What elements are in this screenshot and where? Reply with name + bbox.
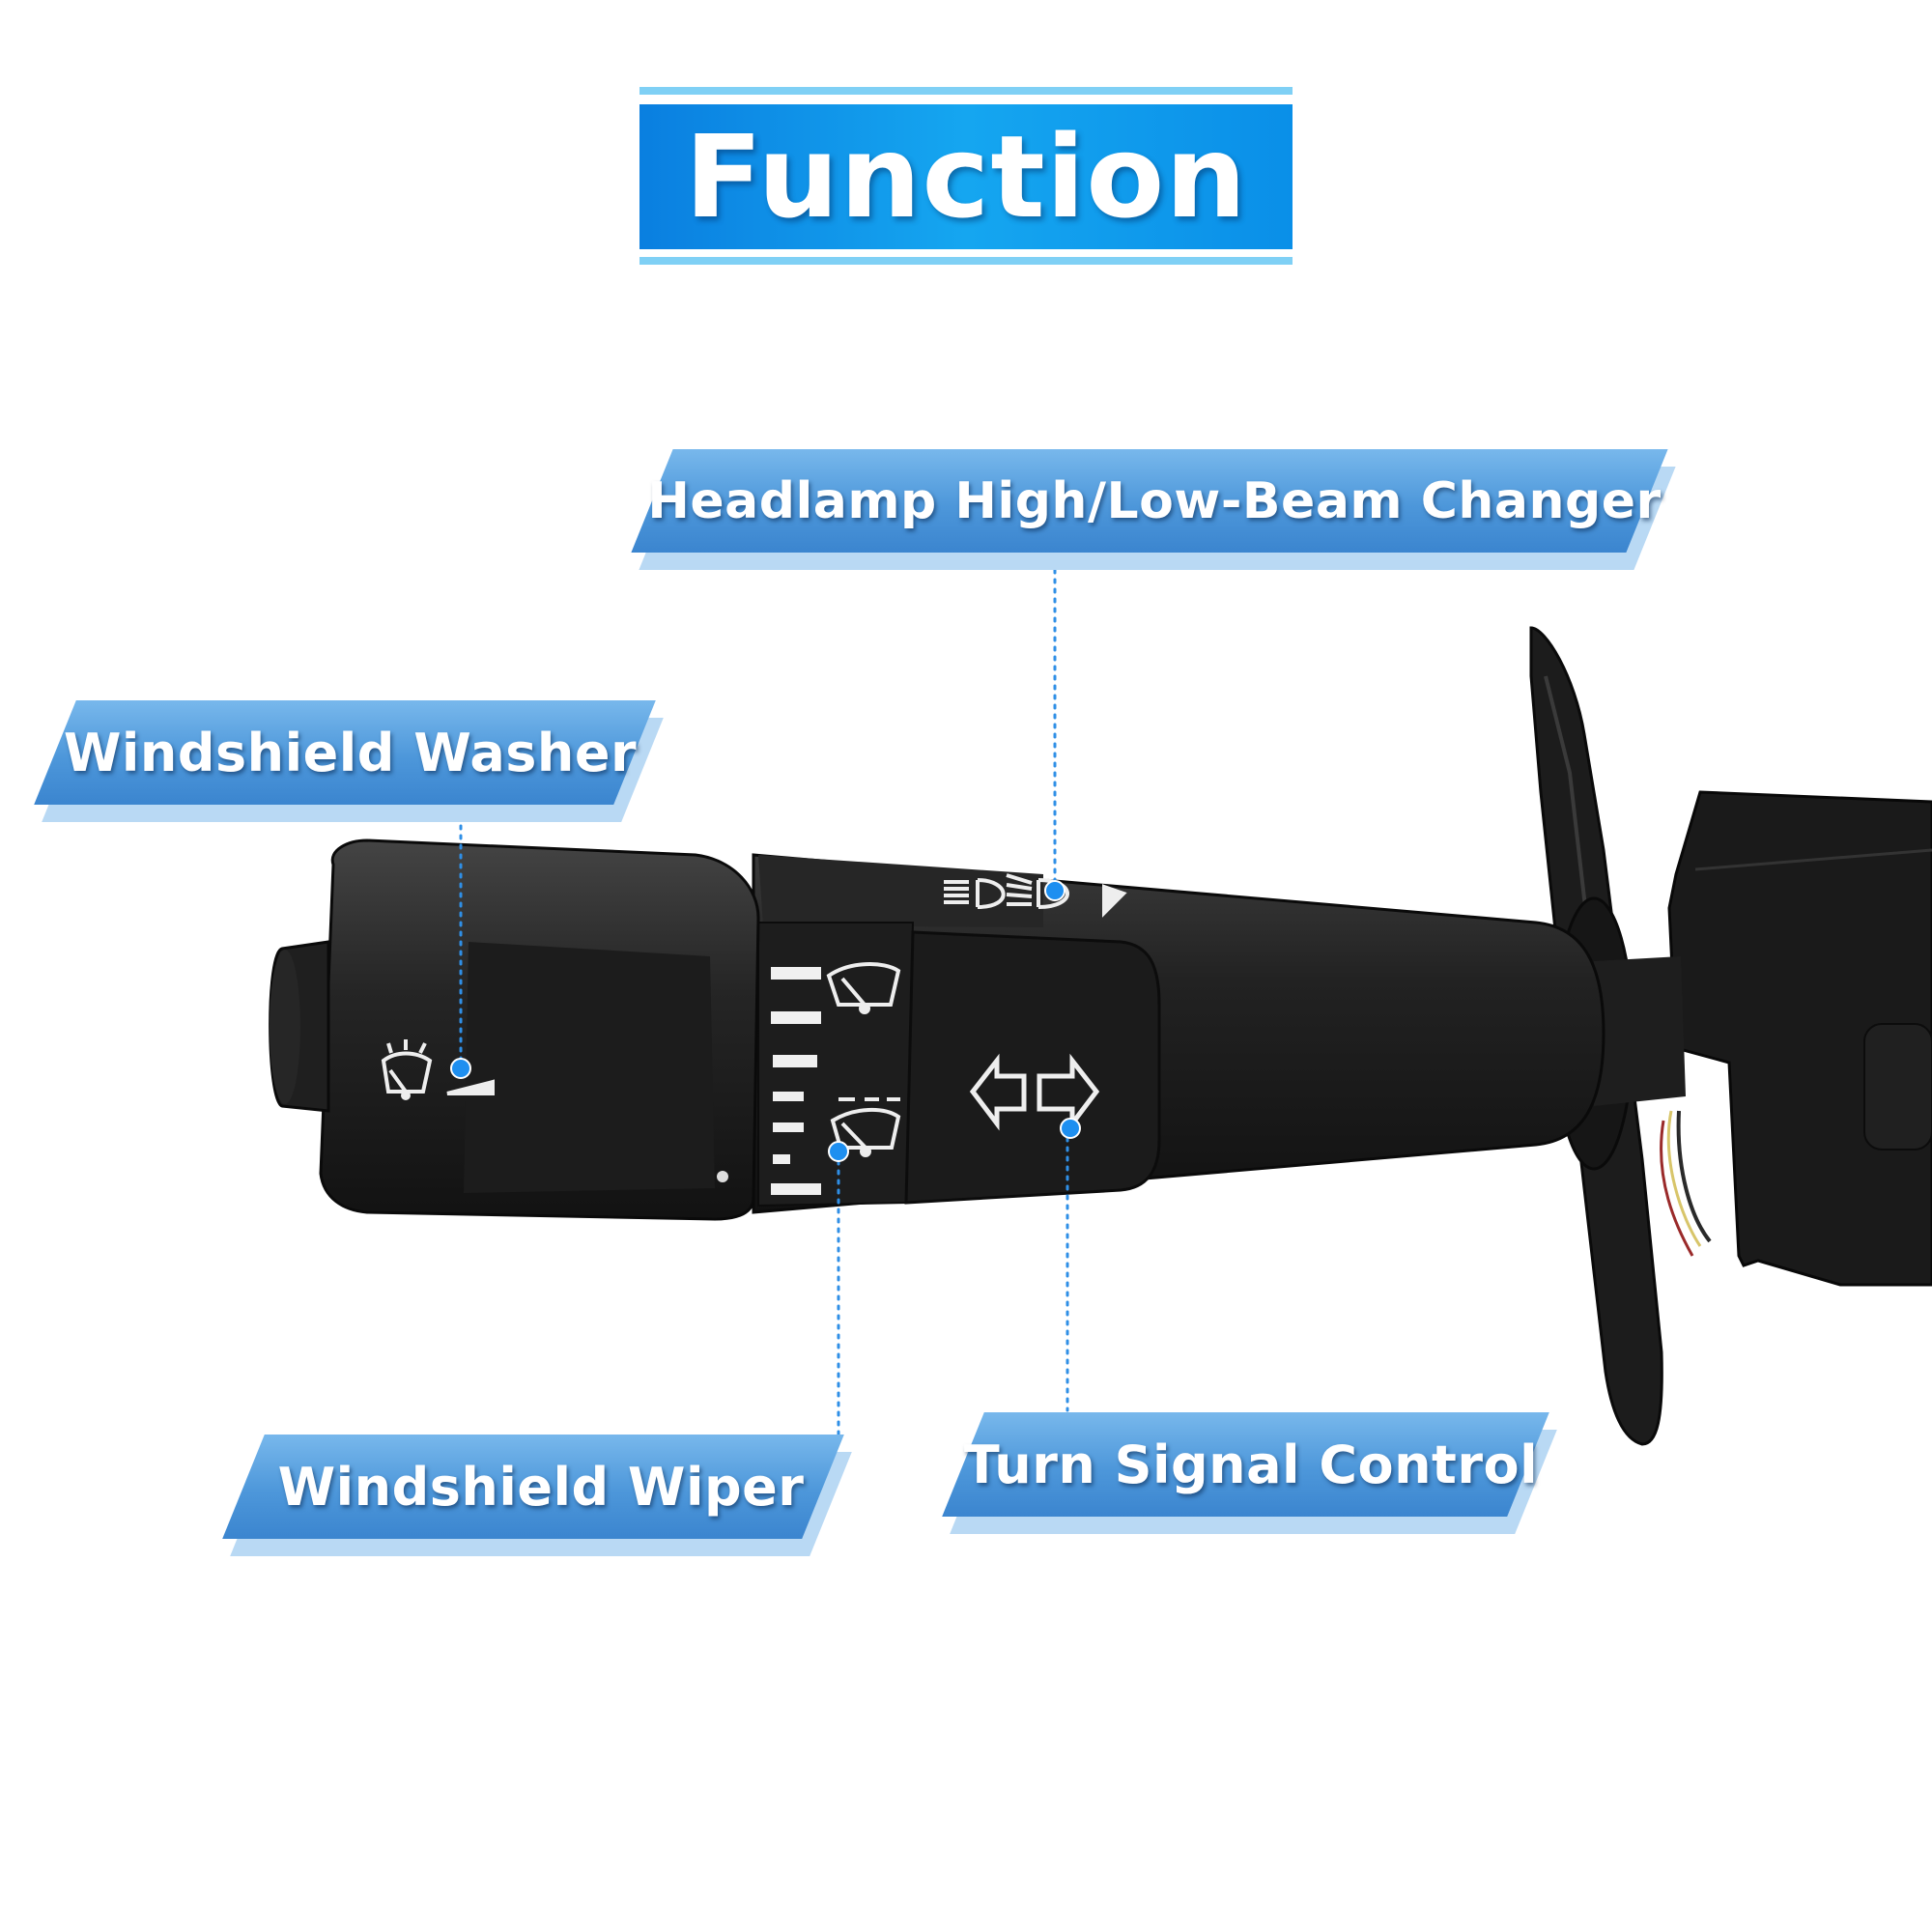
intermittent-wiper-icon bbox=[830, 1097, 901, 1157]
stalk-shaft bbox=[1594, 956, 1686, 1106]
page-title: Function bbox=[684, 110, 1248, 243]
washer-knob-facet bbox=[464, 942, 715, 1193]
end-button-face bbox=[270, 950, 300, 1104]
wiper-speed-marks bbox=[771, 967, 821, 1195]
callout-washer: Windshield Washer bbox=[34, 700, 664, 824]
callout-headlamp-label: Headlamp High/Low-Beam Changer bbox=[647, 471, 1662, 530]
title-rule-top bbox=[639, 87, 1293, 95]
turn-signal-pad[interactable] bbox=[904, 930, 1161, 1205]
callout-wiper-label: Windshield Wiper bbox=[277, 1456, 805, 1518]
wiper-icon bbox=[826, 962, 901, 1014]
headlamp-beam-icon bbox=[944, 873, 1127, 918]
callout-headlamp: Headlamp High/Low-Beam Changer bbox=[631, 449, 1676, 570]
callout-turn: Turn Signal Control bbox=[942, 1412, 1557, 1536]
title-banner: Function bbox=[639, 87, 1293, 267]
callout-wiper: Windshield Wiper bbox=[222, 1435, 852, 1558]
knob-index-dot bbox=[717, 1171, 728, 1182]
connector-box bbox=[1660, 790, 1932, 1287]
leader-lines bbox=[459, 568, 1069, 1436]
title-rule-bottom bbox=[639, 257, 1293, 265]
callout-dots bbox=[450, 880, 1081, 1162]
headlamp-ring bbox=[758, 855, 1043, 927]
title-box: Function bbox=[639, 104, 1293, 249]
washer-icon bbox=[381, 1039, 495, 1100]
callout-washer-label: Windshield Washer bbox=[63, 722, 638, 783]
callout-turn-label: Turn Signal Control bbox=[963, 1434, 1539, 1495]
